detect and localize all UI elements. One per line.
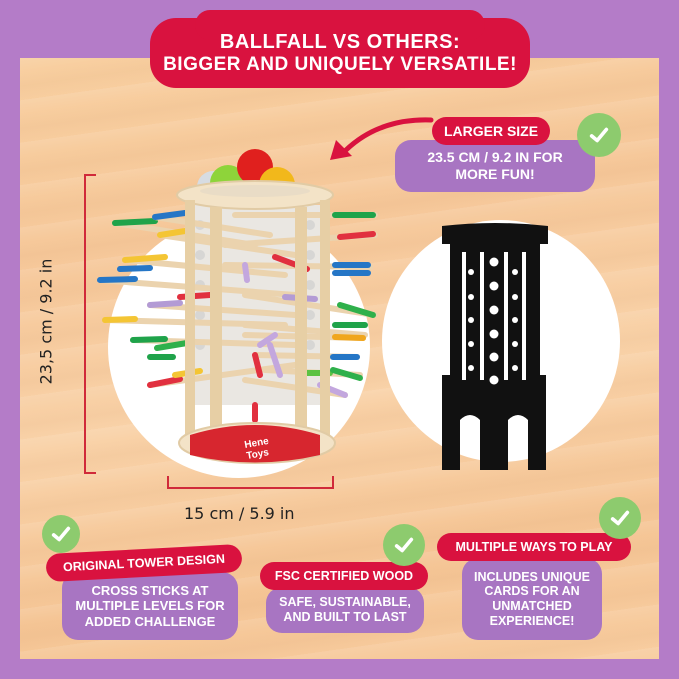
competitor-tower-silhouette-icon bbox=[442, 223, 548, 470]
description-line: EXPERIENCE! bbox=[489, 613, 575, 628]
width-dimension-cap-right bbox=[332, 476, 334, 489]
description-line: CARDS FOR AN bbox=[484, 584, 580, 599]
feature-larger-size-description: 23.5 CM / 9.2 IN FOR MORE FUN! bbox=[395, 140, 595, 192]
description-line: SAFE, SUSTAINABLE, bbox=[279, 595, 411, 610]
title-banner: BALLFALL VS OTHERS: BIGGER AND UNIQUELY … bbox=[150, 10, 530, 88]
svg-text:Hene: Hene bbox=[244, 436, 270, 451]
title-line-1: BALLFALL VS OTHERS: bbox=[219, 31, 461, 54]
description-line: MORE FUN! bbox=[455, 166, 535, 182]
width-dimension-label: 15 cm / 5.9 in bbox=[184, 504, 295, 523]
checkmark-icon bbox=[42, 515, 80, 553]
width-dimension-cap-left bbox=[167, 476, 169, 489]
description-line: ADDED CHALLENGE bbox=[84, 613, 216, 629]
description-line: MULTIPLE LEVELS FOR bbox=[75, 598, 225, 614]
title-line-2: BIGGER AND UNIQUELY VERSATILE! bbox=[163, 53, 517, 75]
description-line: UNMATCHED bbox=[492, 599, 572, 613]
height-dimension-line bbox=[84, 174, 86, 474]
height-dimension-label: 23,5 cm / 9.2 in bbox=[36, 258, 56, 385]
svg-text:Toys: Toys bbox=[246, 447, 271, 462]
feature-original-design-description: CROSS STICKS AT MULTIPLE LEVELS FOR ADDE… bbox=[62, 572, 238, 640]
description-line: 23.5 CM / 9.2 IN FOR bbox=[427, 149, 563, 166]
checkmark-icon bbox=[577, 113, 621, 157]
height-dimension-cap-top bbox=[84, 174, 96, 176]
description-line: CROSS STICKS AT bbox=[91, 583, 209, 598]
feature-fsc-wood-title: FSC CERTIFIED WOOD bbox=[260, 562, 428, 590]
checkmark-icon bbox=[599, 497, 641, 539]
feature-fsc-wood-description: SAFE, SUSTAINABLE, AND BUILT TO LAST bbox=[266, 587, 424, 633]
description-line: INCLUDES UNIQUE bbox=[474, 569, 590, 584]
curved-arrow-icon bbox=[330, 117, 434, 160]
width-dimension-line bbox=[167, 487, 334, 489]
feature-multiple-ways-title: MULTIPLE WAYS TO PLAY bbox=[437, 533, 631, 561]
height-dimension-cap-bottom bbox=[84, 472, 96, 474]
ballfall-tower-product-image: Hene Toys bbox=[97, 149, 378, 464]
description-line: AND BUILT TO LAST bbox=[283, 610, 407, 624]
feature-multiple-ways-description: INCLUDES UNIQUE CARDS FOR AN UNMATCHED E… bbox=[462, 558, 602, 640]
checkmark-icon bbox=[383, 524, 425, 566]
feature-larger-size-title: LARGER SIZE bbox=[432, 117, 550, 145]
